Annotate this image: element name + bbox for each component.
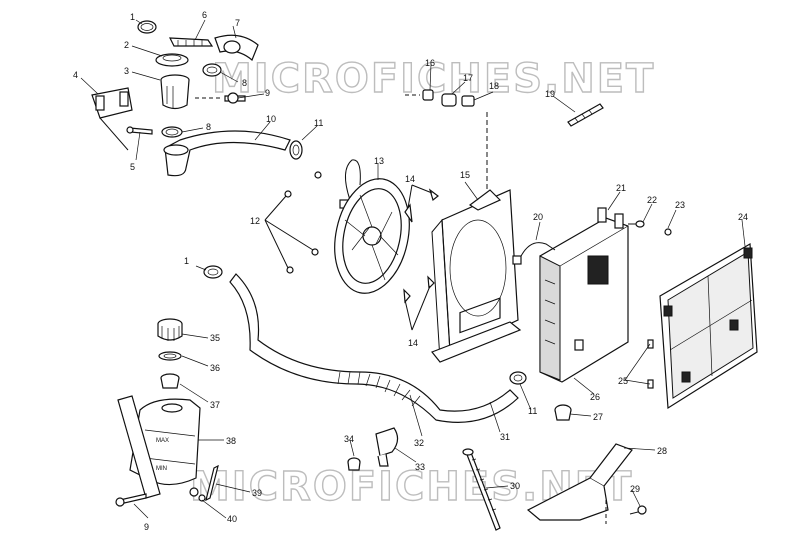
overflow-tube-39	[205, 464, 219, 502]
callout-14-lower: 14	[408, 338, 418, 348]
callout-19: 19	[545, 89, 555, 99]
hose-clamp-1-top	[137, 20, 157, 34]
callout-5: 5	[130, 162, 135, 172]
vent-hose-6	[169, 37, 214, 47]
callout-37: 37	[210, 400, 220, 410]
neck-37	[160, 373, 180, 389]
callout-26: 26	[590, 392, 600, 402]
callout-3: 3	[124, 66, 129, 76]
callout-9-upper: 9	[265, 88, 270, 98]
screw-9-upper	[195, 92, 246, 104]
hose-clamp-8-upper	[202, 63, 222, 77]
callout-20: 20	[533, 212, 543, 222]
temp-sensor-wire-20	[512, 242, 556, 265]
callout-15: 15	[460, 170, 470, 180]
callout-17: 17	[463, 73, 473, 83]
hose-clamp-8-lower	[161, 126, 183, 138]
callout-38: 38	[226, 436, 236, 446]
leader-lines	[80, 19, 746, 519]
fitting-40	[189, 487, 206, 502]
callout-28: 28	[657, 446, 667, 456]
screw-9-lower	[115, 493, 147, 507]
clips-14	[403, 184, 439, 331]
callout-14-upper: 14	[405, 174, 415, 184]
clamp-33	[375, 427, 399, 467]
grommets-25	[647, 339, 654, 389]
bottle-cap-35	[157, 318, 183, 341]
callout-34: 34	[344, 434, 354, 444]
callout-29: 29	[630, 484, 640, 494]
callout-23: 23	[675, 200, 685, 210]
callout-32: 32	[414, 438, 424, 448]
callout-22: 22	[647, 195, 657, 205]
callout-numbers: 1 2 3 4 5 6 7 8 8 9 9 10 11 11 12 13 14 …	[73, 10, 748, 532]
grommet-34	[347, 457, 361, 471]
callout-2: 2	[124, 40, 129, 50]
callout-6: 6	[202, 10, 207, 20]
stud-rod-30	[462, 448, 501, 531]
callout-24: 24	[738, 212, 748, 222]
callout-36: 36	[210, 363, 220, 373]
callout-40: 40	[227, 514, 237, 524]
callout-4: 4	[73, 70, 78, 80]
fitting-27	[554, 404, 572, 421]
callout-12: 12	[250, 216, 260, 226]
screw-5	[126, 126, 153, 135]
callout-30: 30	[510, 481, 520, 491]
callout-27: 27	[593, 412, 603, 422]
seal-strip-19	[567, 103, 604, 127]
callout-25: 25	[618, 376, 628, 386]
radiator-21	[539, 207, 629, 383]
callout-35: 35	[210, 333, 220, 343]
callout-8-lower: 8	[206, 122, 211, 132]
callout-9-lower: 9	[144, 522, 149, 532]
bottle-bracket	[117, 395, 161, 499]
bushing-16	[422, 89, 434, 101]
callout-39: 39	[252, 488, 262, 498]
bushing-17	[441, 93, 457, 107]
callout-1-top: 1	[130, 12, 135, 22]
hose-clamp-11-lower	[509, 371, 527, 385]
radiator-hose-10	[163, 130, 291, 177]
fan-screws-12	[264, 171, 322, 274]
hose-clamp-1-lower	[203, 265, 223, 279]
callout-18: 18	[489, 81, 499, 91]
screw-23	[664, 228, 672, 236]
bushing-18	[461, 95, 475, 107]
callout-1-lower: 1	[184, 256, 189, 266]
screw-29	[629, 505, 647, 515]
radiator-cap-2	[155, 53, 189, 67]
callout-11-upper: 11	[314, 118, 323, 128]
callout-31: 31	[500, 432, 510, 442]
radiator-screen-24	[659, 242, 758, 410]
callout-13: 13	[374, 156, 384, 166]
cooling-fan-13	[334, 178, 410, 294]
callout-11-lower: 11	[528, 406, 537, 416]
callout-16: 16	[425, 58, 435, 68]
min-level-label: MIN	[156, 466, 167, 472]
callout-8-upper: 8	[242, 78, 247, 88]
lower-hose-31-32	[229, 273, 519, 423]
hose-clamp-11-upper	[289, 140, 303, 160]
hose-7	[214, 34, 259, 62]
mount-bracket-4	[91, 87, 133, 151]
callout-7: 7	[235, 18, 240, 28]
gasket-36	[158, 351, 182, 361]
fan-shroud-15	[431, 112, 522, 363]
callout-21: 21	[616, 183, 626, 193]
max-level-label: MAX	[156, 438, 169, 444]
filler-neck-3	[160, 74, 190, 110]
callout-33: 33	[415, 462, 425, 472]
callout-10: 10	[266, 114, 276, 124]
